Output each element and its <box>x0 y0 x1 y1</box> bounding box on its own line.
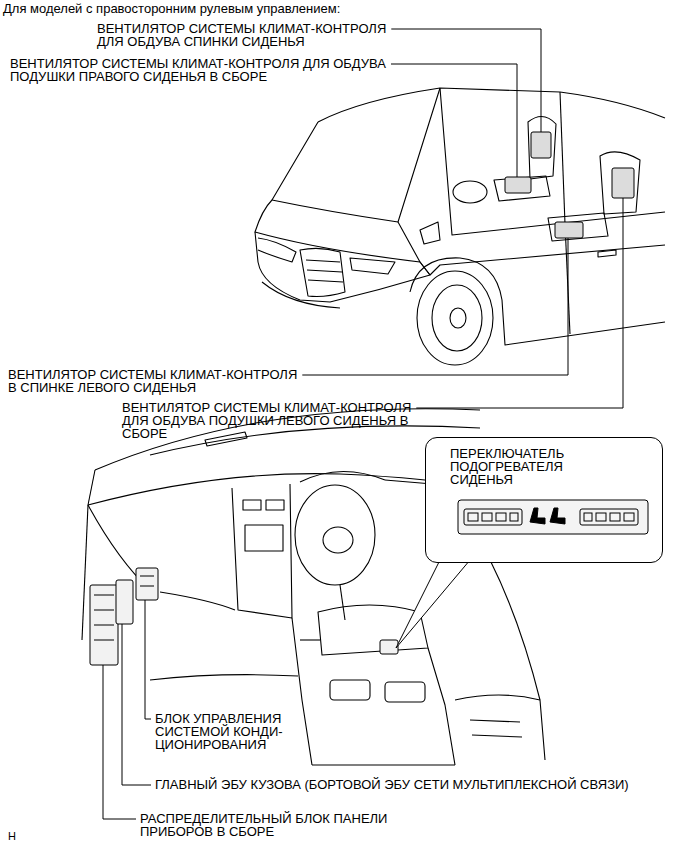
part-label: ПЕРЕКЛЮЧАТЕЛЬ ПОДОГРЕВАТЕЛЯ СИДЕНЬЯ <box>450 447 580 486</box>
part-label: ВЕНТИЛЯТОР СИСТЕМЫ КЛИМАТ-КОНТРОЛЯ ДЛЯ О… <box>10 57 410 83</box>
part-label: ВЕНТИЛЯТОР СИСТЕМЫ КЛИМАТ-КОНТРОЛЯ ДЛЯ О… <box>97 22 407 48</box>
callout-box: ПЕРЕКЛЮЧАТЕЛЬ ПОДОГРЕВАТЕЛЯ СИДЕНЬЯ <box>425 437 663 563</box>
figure-code: H <box>8 830 38 842</box>
fan-unit <box>505 132 634 238</box>
part-label: ГЛАВНЫЙ ЭБУ КУЗОВА (БОРТОВОЙ ЭБУ СЕТИ МУ… <box>155 778 650 791</box>
switch-illustration <box>458 500 648 534</box>
part-label: РАСПРЕДЕЛИТЕЛЬНЫЙ БЛОК ПАНЕЛИ ПРИБОРОВ В… <box>140 812 410 838</box>
car-illustration <box>255 60 665 365</box>
leader-line <box>302 29 623 408</box>
part-label: ВЕНТИЛЯТОР СИСТЕМЫ КЛИМАТ-КОНТРОЛЯ ДЛЯ О… <box>122 401 436 440</box>
callout-ground <box>425 437 663 563</box>
part-label: БЛОК УПРАВЛЕНИЯ СИСТЕМОЙ КОНДИ- ЦИОНИРОВ… <box>155 712 295 751</box>
part-label: ВЕНТИЛЯТОР СИСТЕМЫ КЛИМАТ-КОНТРОЛЯ В СПИ… <box>8 368 308 394</box>
leader-line <box>103 600 151 819</box>
electronic-unit <box>90 568 398 665</box>
heading: Для моделей с правосторонним рулевым упр… <box>3 2 340 15</box>
callout-pointer <box>396 560 470 648</box>
